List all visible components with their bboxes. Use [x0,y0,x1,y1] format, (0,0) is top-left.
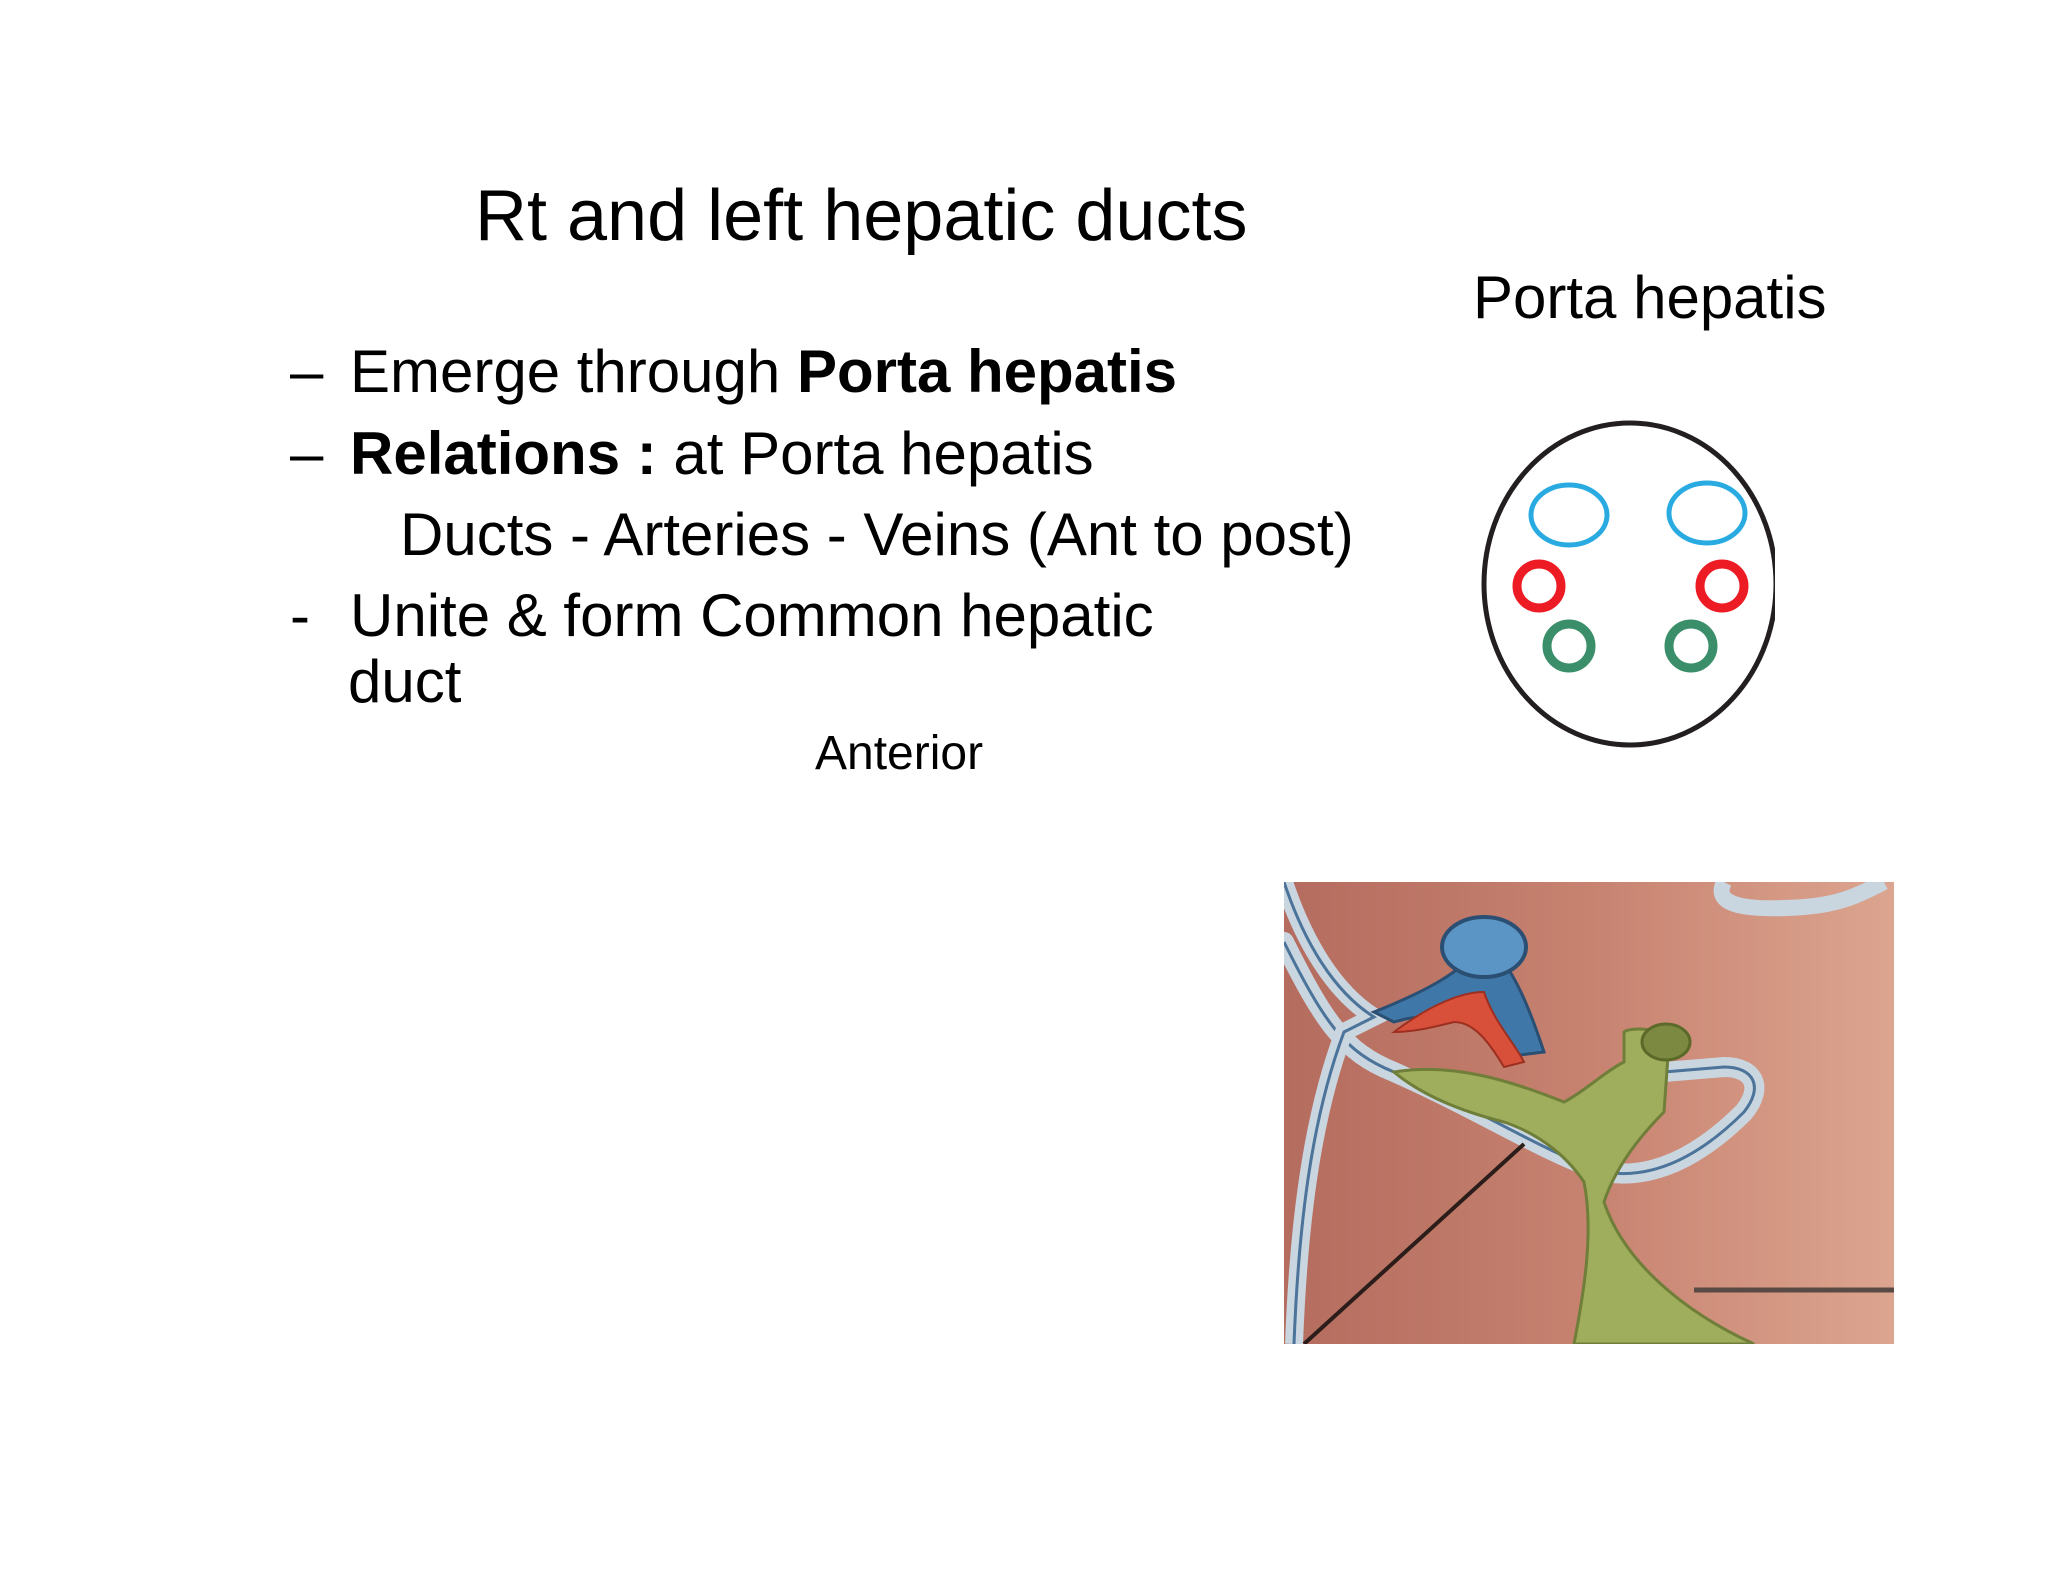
left-hepatic-artery [1695,559,1749,613]
right-hepatic-duct [1528,482,1610,548]
common-hepatic-duct-lumen [1640,1022,1692,1062]
anterior-label: Anterior [815,727,984,780]
bullet-text: Emerge through Porta hepatis [350,342,1177,402]
bullet-dash: – [290,420,324,487]
relations-order-line: Ducts - Arteries - Veins (Ant to post) [400,501,1354,568]
left-hepatic-duct [1666,480,1748,546]
bullet-dash: - [290,582,310,649]
right-hepatic-artery [1512,559,1566,613]
portal-vein-lumen [1440,915,1528,979]
bullet-suffix: at Porta hepatis [656,420,1094,487]
bullet-bold-term: Relations : [350,420,657,487]
bullet-dash: – [290,338,324,405]
porta-outline [1481,420,1775,748]
left-ligament-edge [1284,882,1378,1344]
porta-hepatis-illustration [1284,882,1894,1344]
hepatic-artery-branches [1390,990,1526,1069]
bullet-text: Unite & form Common hepatic [350,582,1154,649]
left-portal-vein [1664,619,1718,673]
bullet-prefix: Emerge through [350,338,797,405]
bullet-bold-term: Porta hepatis [796,338,1178,405]
porta-hepatis-heading: Porta hepatis [1473,264,1827,331]
porta-hepatis-diagram [1481,420,1775,748]
label-leader-left [1302,1142,1526,1344]
right-ligament-outline [1713,882,1888,917]
bullet-text: Relations : at Porta hepatis [350,424,1094,484]
right-portal-vein [1542,619,1596,673]
slide-title: Rt and left hepatic ducts [475,176,1248,256]
bullet-continuation: duct [348,648,462,715]
hepatic-ducts [1390,1027,1755,1344]
